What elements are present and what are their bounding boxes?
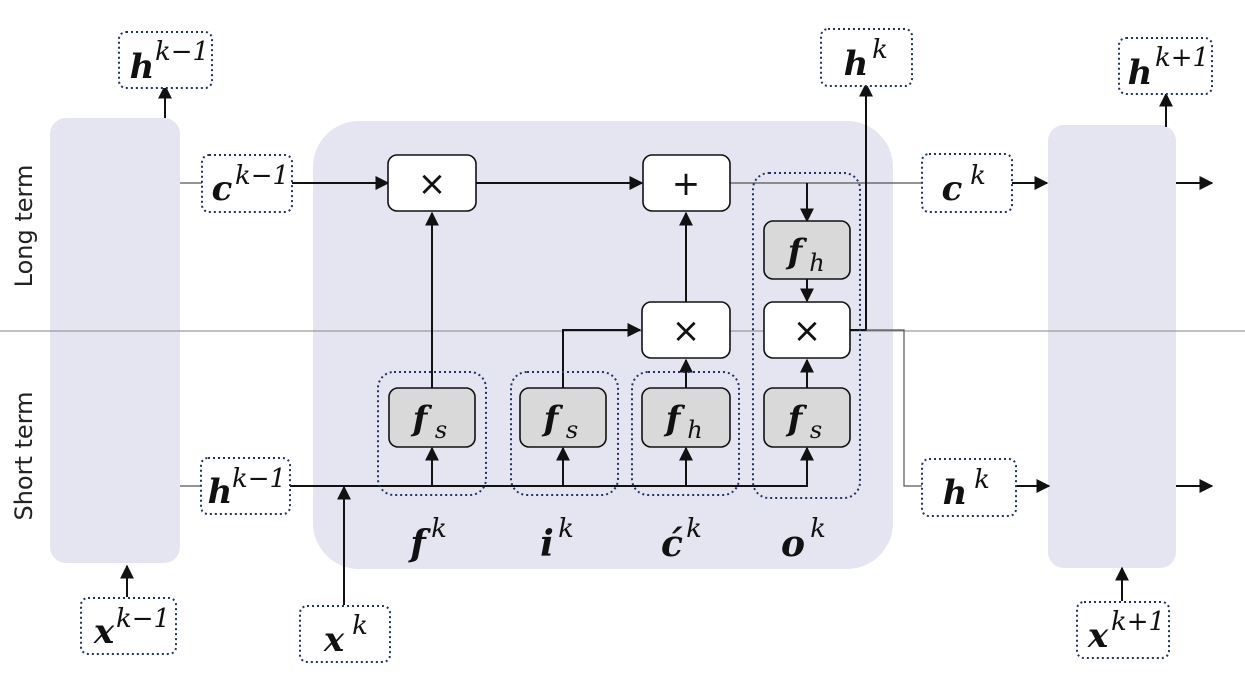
svg-text:k−1: k−1 [155, 37, 209, 67]
svg-text:k−1: k−1 [235, 161, 289, 191]
svg-text:h: h [943, 473, 968, 513]
svg-text:x: x [1087, 616, 1109, 656]
svg-text:o: o [781, 523, 805, 565]
svg-text:+: + [672, 164, 701, 204]
svg-text:h: h [687, 416, 702, 444]
svg-text:k: k [872, 35, 888, 65]
svg-text:s: s [566, 416, 578, 444]
svg-text:k−1: k−1 [232, 464, 286, 494]
svg-text:c: c [212, 169, 233, 209]
lstm-cell-panel [313, 121, 893, 569]
tag-c-prev: c k−1 [201, 154, 293, 213]
svg-text:k: k [352, 611, 368, 641]
output-multiply-node: × [763, 301, 851, 359]
svg-text:i: i [540, 523, 554, 565]
tag-x-next: x k+1 [1076, 601, 1170, 659]
candidate-gate-group [631, 371, 740, 496]
svg-text:k: k [558, 514, 574, 544]
svg-text:f: f [786, 399, 808, 439]
wire-h-cur-down [866, 329, 922, 487]
output-sigmoid-box: f s [763, 387, 851, 448]
svg-text:x: x [323, 620, 345, 660]
candidate-gate-label: ć k [661, 514, 702, 565]
svg-text:h: h [844, 44, 869, 84]
svg-text:f: f [786, 232, 808, 272]
output-gate-group [752, 172, 861, 499]
svg-text:f: f [664, 399, 686, 439]
svg-text:×: × [672, 311, 701, 351]
svg-text:x: x [93, 612, 115, 652]
svg-text:k+1: k+1 [1111, 607, 1165, 637]
forget-sigmoid-box: f s [388, 387, 476, 448]
input-sigmoid-box: f s [519, 387, 607, 448]
svg-text:k: k [974, 465, 990, 495]
tag-x-cur: x k [299, 605, 391, 663]
svg-text:h: h [1128, 53, 1153, 93]
tag-h-cur-top: h k [820, 28, 913, 87]
short-term-label: Short term [10, 391, 38, 520]
svg-text:c: c [942, 169, 963, 209]
svg-text:k: k [970, 161, 986, 191]
wire-h-prev-bus [290, 446, 814, 487]
svg-text:×: × [793, 311, 822, 351]
wire-input-to-mult [562, 323, 642, 388]
tag-h-cur-mid: h k [921, 458, 1017, 517]
svg-text:k−1: k−1 [116, 604, 170, 634]
svg-text:f: f [542, 399, 564, 439]
svg-text:k: k [686, 514, 702, 544]
svg-text:k: k [431, 514, 447, 544]
input-gate-label: i k [540, 514, 574, 565]
cell-add-node: + [642, 154, 731, 212]
tag-h-next-top: h k+1 [1118, 37, 1213, 95]
svg-text:s: s [810, 416, 822, 444]
svg-text:f: f [411, 399, 433, 439]
svg-text:×: × [418, 164, 447, 204]
svg-text:h: h [809, 249, 824, 277]
input-multiply-node: × [641, 301, 731, 359]
long-term-label: Long term [10, 165, 38, 288]
svg-text:k+1: k+1 [1155, 43, 1209, 73]
input-gate-group [510, 371, 619, 496]
forget-gate-group [377, 371, 487, 496]
cell-tanh-box: f h [763, 220, 851, 280]
tag-h-prev-mid: h k−1 [200, 457, 291, 515]
svg-text:s: s [435, 416, 447, 444]
tag-c-cur: c k [921, 153, 1013, 213]
candidate-tanh-box: f h [641, 387, 731, 448]
forget-multiply-node: × [387, 154, 477, 212]
svg-text:h: h [130, 47, 155, 87]
svg-text:ć: ć [661, 523, 683, 565]
tag-h-prev-top: h k−1 [118, 31, 213, 89]
next-cell-panel [1048, 125, 1176, 568]
prev-cell-panel [50, 118, 180, 563]
svg-text:h: h [208, 472, 233, 512]
tag-x-prev: x k−1 [80, 597, 177, 655]
output-gate-label: o k [781, 514, 826, 565]
svg-text:k: k [810, 514, 826, 544]
